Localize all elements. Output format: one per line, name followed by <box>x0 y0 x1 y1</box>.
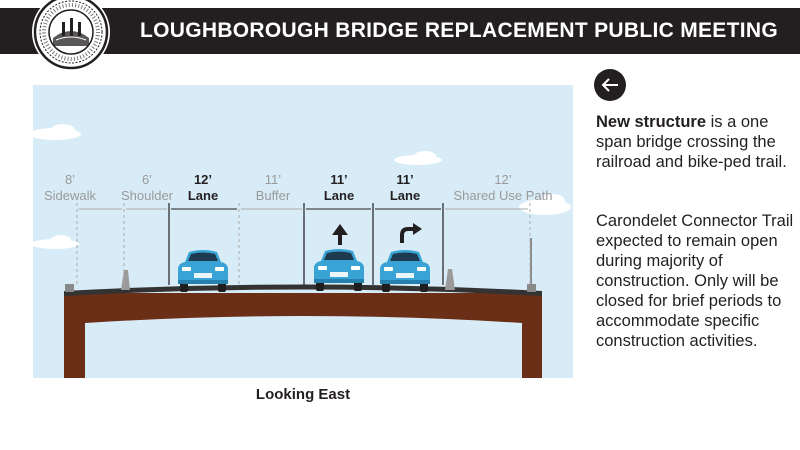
lane-width-label: 8’ <box>65 172 75 187</box>
description-bold: New structure <box>596 113 707 131</box>
lane-width-label: 12’ <box>494 172 511 187</box>
lane-width-label: 11’ <box>330 172 347 187</box>
cloud <box>519 194 571 215</box>
barrier <box>445 269 455 290</box>
cloud <box>394 151 442 165</box>
lane-dividers <box>76 203 531 285</box>
arrow-straight-icon <box>332 224 348 245</box>
bridge-cross-section-diagram: 8’Sidewalk6’Shoulder12’Lane11’Buffer11’L… <box>33 85 573 378</box>
city-seal-logo <box>32 0 110 71</box>
barrier <box>121 270 130 290</box>
description-paragraph: New structure is a one span bridge cross… <box>596 112 796 172</box>
cloud <box>33 124 81 140</box>
sky-background <box>33 85 573 378</box>
header-banner: LOUGHBOROUGH BRIDGE REPLACEMENT PUBLIC M… <box>0 0 800 71</box>
back-button[interactable] <box>594 69 626 101</box>
construction-note: Carondelet Connector Trail expected to r… <box>596 212 794 350</box>
arrow-right-turn-icon <box>400 223 422 243</box>
lane-width-label: 6’ <box>142 172 152 187</box>
lane-width-label: 11’ <box>265 172 281 187</box>
diagram-caption: Looking East <box>255 386 351 403</box>
lane-name-label: Lane <box>324 188 354 203</box>
lane-name-label: Buffer <box>256 188 291 203</box>
right-railing <box>527 284 536 292</box>
lane-name-label: Lane <box>390 188 420 203</box>
lane-width-label: 11’ <box>396 172 413 187</box>
lane-labels: 8’Sidewalk6’Shoulder12’Lane11’Buffer11’L… <box>44 172 553 203</box>
lane-name-label: Sidewalk <box>44 188 97 203</box>
left-railing <box>65 284 74 292</box>
car <box>314 249 364 291</box>
lane-name-label: Shared Use Path <box>453 188 552 203</box>
lane-name-label: Lane <box>188 188 218 203</box>
page-title: LOUGHBOROUGH BRIDGE REPLACEMENT PUBLIC M… <box>140 19 778 42</box>
lane-width-label: 12’ <box>194 172 212 187</box>
header-bar <box>0 8 800 54</box>
cloud <box>33 235 79 249</box>
description-text: is a one span bridge crossing the railro… <box>596 113 787 171</box>
arrow-left-icon <box>601 78 618 92</box>
cars <box>178 249 430 292</box>
car <box>380 250 430 292</box>
bridge-deck <box>64 293 542 378</box>
car <box>178 250 228 292</box>
lane-name-label: Shoulder <box>121 188 174 203</box>
